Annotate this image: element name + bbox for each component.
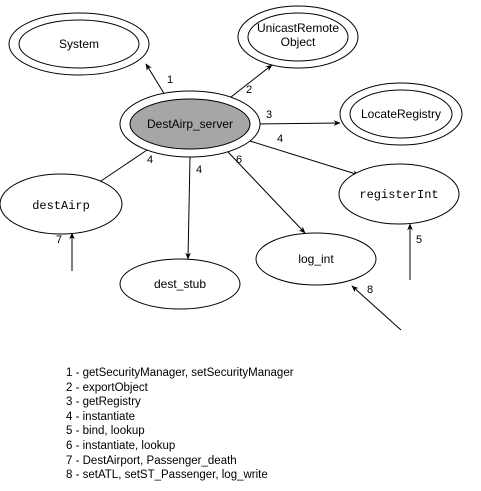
node-system-label: System: [59, 37, 99, 51]
node-dest-airp: destAirp: [0, 173, 123, 235]
edge-into-log-int: [351, 285, 402, 331]
node-register-label: registerInt: [359, 188, 438, 202]
legend: 1 - getSecurityManager, setSecurityManag…: [66, 366, 294, 483]
node-dest-stub-label: dest_stub: [154, 277, 206, 291]
node-log-int: log_int: [255, 232, 377, 286]
edge-number-4-register: 4: [277, 133, 283, 145]
edge-server-unicast: [230, 64, 273, 98]
legend-item: 5 - bind, lookup: [66, 425, 145, 438]
node-unicast-label-line1: UnicastRemote: [257, 21, 339, 35]
legend-item: 1 - getSecurityManager, setSecurityManag…: [66, 367, 294, 379]
edge-server-locate: [253, 120, 341, 126]
edge-number-4-dest-stub: 4: [196, 164, 202, 176]
node-dest-stub: dest_stub: [119, 258, 241, 310]
legend-item: 2 - exportObject: [66, 381, 148, 394]
node-unicast-label-line2: Object: [281, 35, 316, 49]
edge-number-7: 7: [56, 234, 62, 246]
edge-number-1: 1: [167, 74, 173, 86]
node-system: System: [8, 12, 150, 76]
edge-number-3: 3: [266, 109, 272, 121]
node-log-int-label: log_int: [298, 252, 334, 266]
edge-server-dest-stub: [185, 156, 191, 260]
node-locate-registry: LocateRegistry: [339, 82, 463, 146]
edge-number-8: 8: [367, 284, 373, 296]
legend-item: 3 - getRegistry: [66, 396, 141, 409]
legend-item: 8 - setATL, setST_Passenger, log_write: [66, 469, 268, 482]
edge-number-2: 2: [246, 84, 252, 96]
legend-item: 7 - DestAirport, Passenger_death: [66, 454, 237, 467]
node-dest-airp-server: DestAirp_server: [119, 90, 261, 158]
edge-number-6: 6: [236, 154, 242, 166]
legend-item: 4 - instantiate: [66, 410, 136, 423]
edge-server-log-int: [227, 151, 306, 234]
edge-server-dest-airp: [94, 147, 151, 186]
edge-number-4-dest-airp: 4: [147, 154, 153, 166]
edge-server-register: [249, 140, 360, 176]
legend-item: 6 - instantiate, lookup: [66, 439, 176, 452]
node-locate-label: LocateRegistry: [361, 107, 441, 121]
node-server-label: DestAirp_server: [147, 117, 233, 131]
node-dest-airp-label: destAirp: [32, 199, 90, 213]
node-unicast-remote-object: UnicastRemote Object: [237, 5, 359, 69]
server-inner-ellipse: [129, 98, 251, 150]
edge-number-5: 5: [416, 234, 422, 246]
node-register-int: registerInt: [338, 163, 460, 225]
